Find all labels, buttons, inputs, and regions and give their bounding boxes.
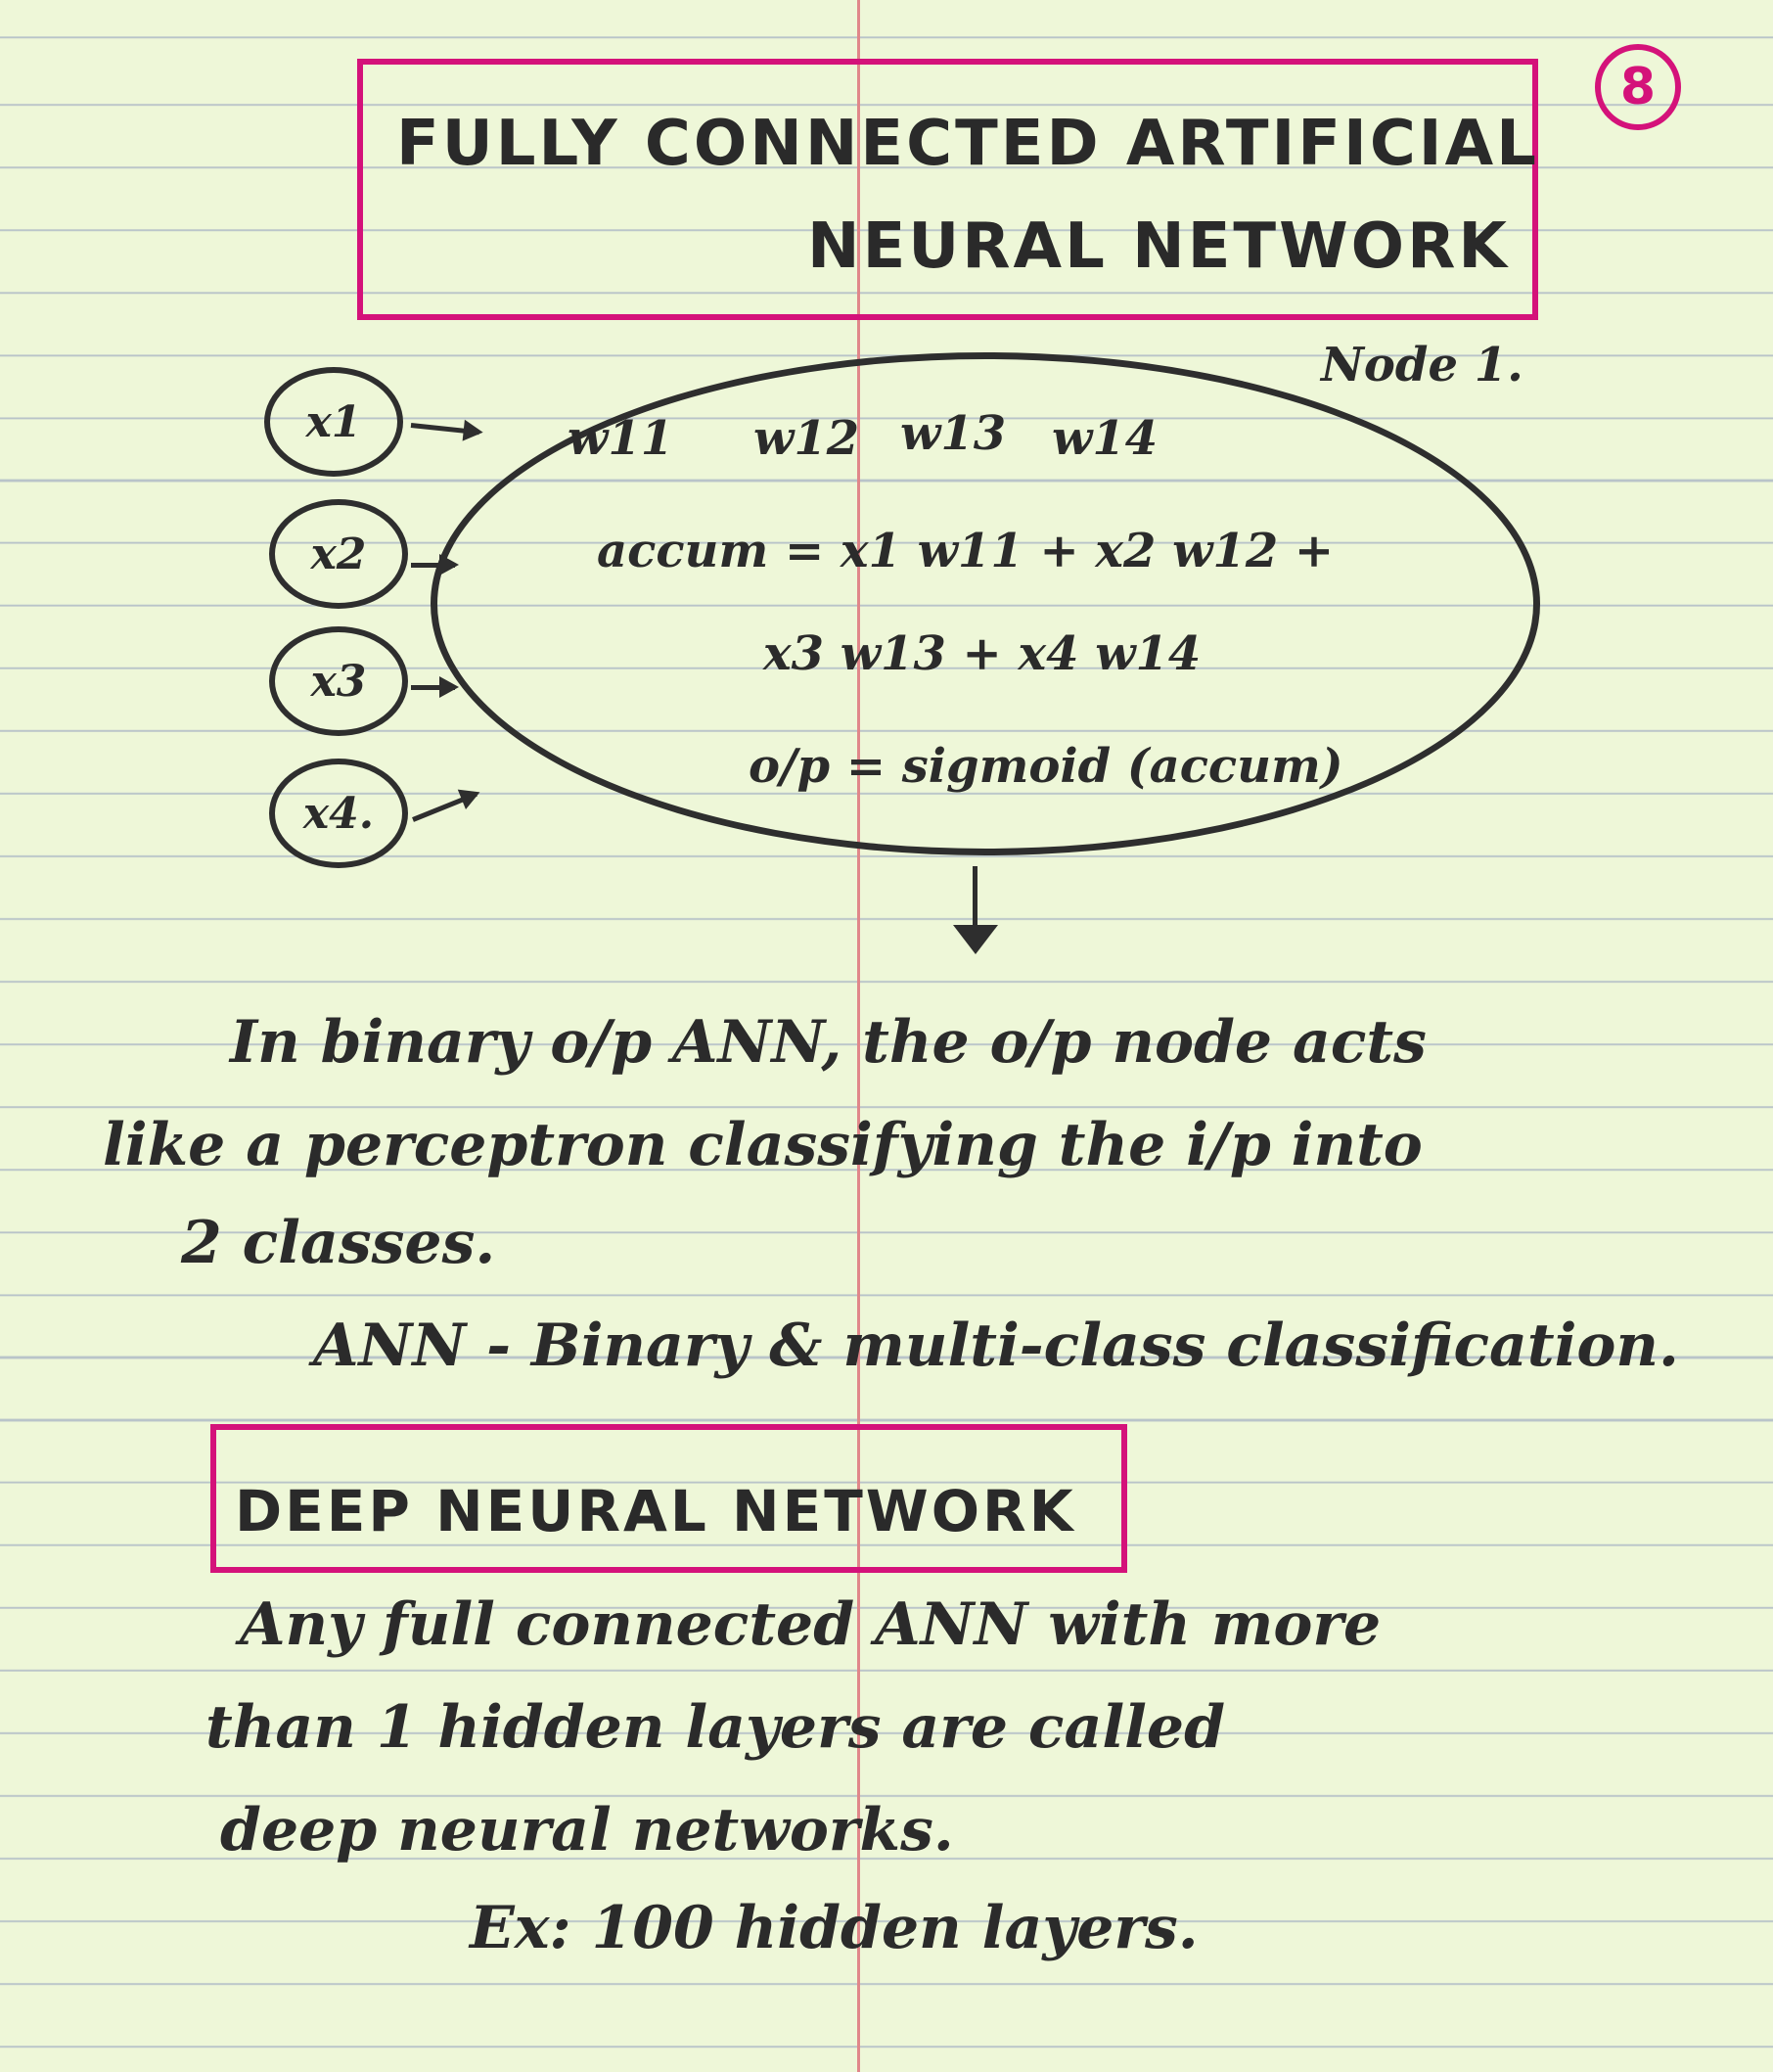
section2-title: DEEP NEURAL NETWORK [235, 1478, 1076, 1544]
section2-line3: deep neural networks. [220, 1796, 954, 1865]
arrow-x3 [411, 676, 459, 698]
weight-w14: w14 [1052, 411, 1159, 466]
ann-classification-line: ANN - Binary & multi-class classificatio… [313, 1312, 1679, 1380]
node-ellipse [431, 352, 1540, 855]
input-node-x3: x3 [269, 626, 408, 736]
node-label: Node 1. [1321, 338, 1523, 392]
weight-w12: w12 [753, 411, 860, 466]
section2-example: Ex: 100 hidden layers. [470, 1894, 1199, 1962]
output-equation: o/p = sigmoid (accum) [749, 739, 1343, 794]
down-arrow-icon [973, 866, 977, 949]
arrow-x2 [411, 554, 459, 576]
section1-title-line1: FULLY CONNECTED ARTIFICIAL [396, 108, 1539, 180]
down-arrow-head [953, 925, 998, 954]
section1-title-line2: NEURAL NETWORK [807, 210, 1510, 283]
paragraph1-line2: like a perceptron classifying the i/p in… [103, 1111, 1423, 1179]
input-node-x4: x4. [269, 759, 408, 868]
input-node-x1: x1 [264, 367, 403, 477]
section2-line2: than 1 hidden layers are called [205, 1693, 1226, 1762]
weight-w13: w13 [900, 406, 1007, 461]
title-box-deep-neural-network [210, 1424, 1127, 1573]
paragraph1-line3: 2 classes. [181, 1209, 496, 1277]
margin-line [857, 0, 860, 2072]
accum-equation-line2: x3 w13 + x4 w14 [763, 626, 1202, 681]
accum-equation-line1: accum = x1 w11 + x2 w12 + [597, 524, 1335, 578]
weight-w11: w11 [568, 411, 674, 466]
input-node-x2: x2 [269, 499, 408, 609]
paragraph1-line1: In binary o/p ANN, the o/p node acts [230, 1008, 1427, 1077]
page-number-circle: 8 [1595, 44, 1681, 130]
section2-line1: Any full connected ANN with more [240, 1590, 1382, 1659]
title-box-fully-connected [357, 59, 1538, 320]
page-number: 8 [1619, 58, 1657, 116]
